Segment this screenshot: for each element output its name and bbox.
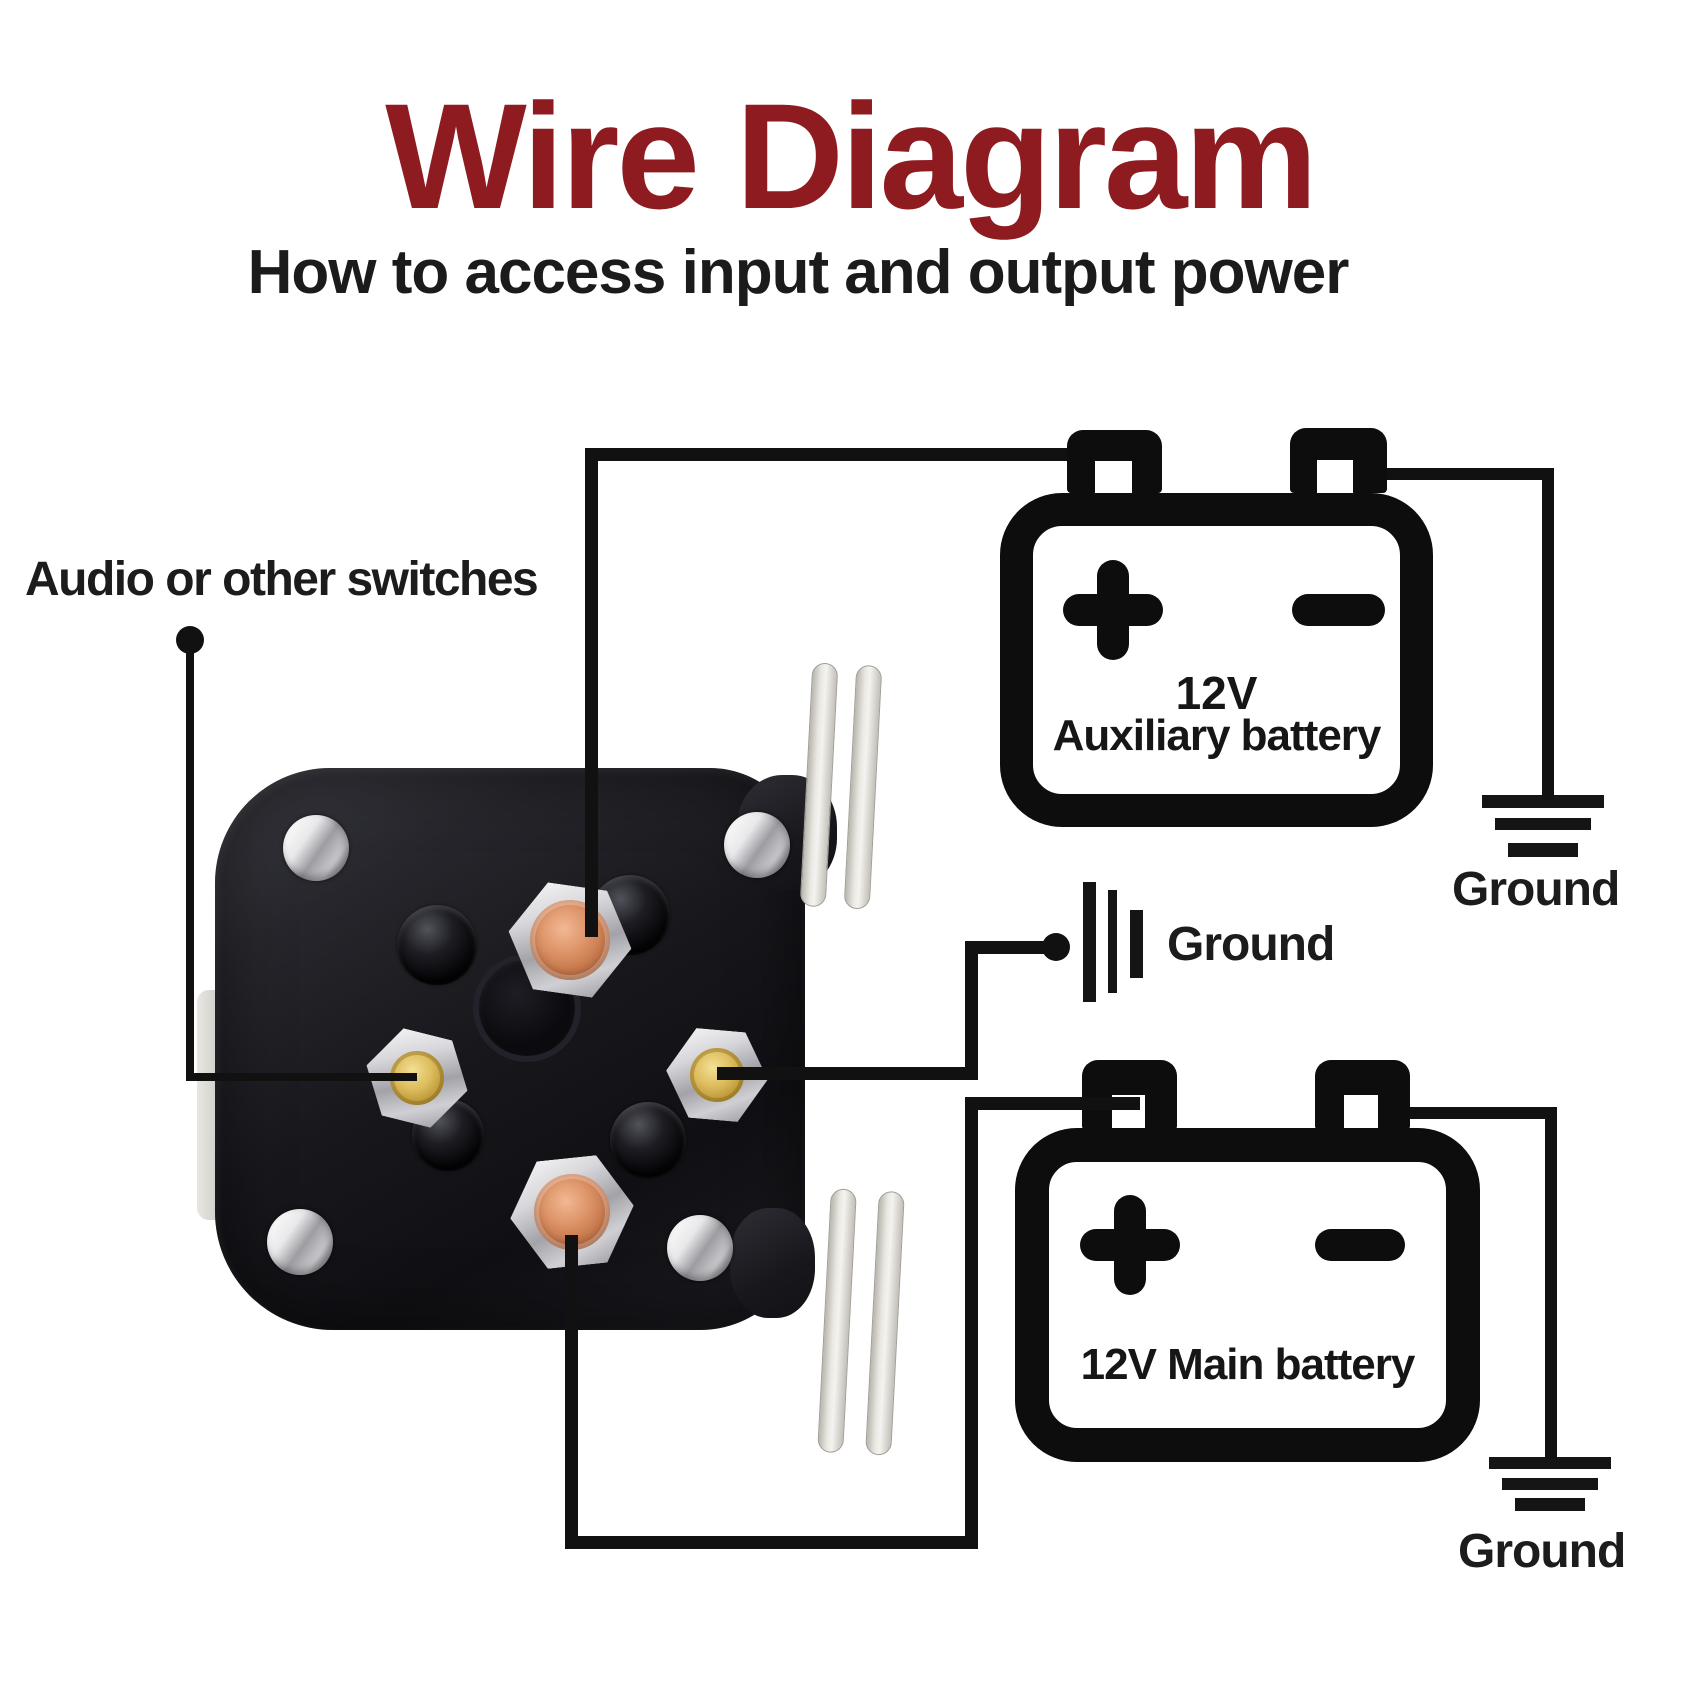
minus-icon (1315, 1229, 1405, 1261)
ground-symbol-aux-icon (1495, 818, 1591, 830)
ground-symbol-aux-icon (1482, 795, 1604, 808)
main-battery-name: 12V Main battery (1080, 1340, 1416, 1389)
ground-symbol-main-icon (1502, 1478, 1598, 1490)
aux-positive-wire-vertical (585, 450, 598, 937)
screw-icon (724, 812, 790, 878)
ground-symbol-main-icon (1489, 1457, 1611, 1469)
main-positive-wire-vertical-right (965, 1103, 978, 1549)
relay-mount-ear (730, 1208, 815, 1318)
ground-symbol-mid-icon (1108, 890, 1117, 993)
relay-ground-wire-horizontal (717, 1067, 978, 1080)
aux-ground-wire-vertical (1542, 468, 1554, 800)
screw-icon (283, 815, 349, 881)
relay-bracket-top (799, 662, 883, 910)
ground-wire-dot (1042, 933, 1070, 961)
screw-icon (667, 1215, 733, 1281)
ground-symbol-main-icon (1515, 1498, 1585, 1511)
relay-cavity (397, 905, 477, 985)
page-title: Wire Diagram (385, 72, 1318, 240)
main-battery-terminal-left (1082, 1060, 1177, 1130)
aux-battery (1000, 493, 1433, 827)
aux-battery-voltage: 12V (1175, 667, 1258, 719)
aux-positive-wire-horizontal (585, 448, 1125, 461)
main-positive-wire-vertical-left (565, 1235, 578, 1549)
aux-battery-terminal-left (1067, 430, 1162, 493)
main-ground-wire-horizontal (1395, 1107, 1557, 1119)
ground-aux-label: Ground (1452, 863, 1620, 916)
screw-icon (267, 1209, 333, 1275)
switch-wire-vertical (186, 648, 194, 1081)
ground-symbol-mid-icon (1083, 882, 1096, 1002)
relay-cavity (610, 1102, 686, 1178)
minus-icon (1292, 594, 1385, 626)
ground-mid-label: Ground (1167, 918, 1335, 971)
main-battery (1015, 1128, 1480, 1462)
relay-ground-wire-vertical (965, 941, 978, 1080)
relay-ground-wire-stub (965, 941, 1056, 954)
aux-battery-name: Auxiliary battery (1052, 711, 1382, 760)
ground-main-label: Ground (1458, 1525, 1626, 1578)
main-positive-wire-bottom (565, 1536, 978, 1549)
ground-symbol-mid-icon (1130, 910, 1143, 978)
page-subtitle: How to access input and output power (247, 238, 1350, 307)
aux-battery-terminal-right (1290, 428, 1387, 493)
audio-switches-label: Audio or other switches (25, 553, 539, 606)
switch-wire-horizontal (186, 1073, 417, 1081)
relay-bracket-bottom (817, 1188, 905, 1456)
main-battery-terminal-right (1315, 1060, 1410, 1130)
main-positive-wire-horizontal (965, 1097, 1140, 1110)
main-ground-wire-vertical (1545, 1107, 1557, 1459)
plus-icon (1097, 560, 1129, 660)
plus-icon (1114, 1195, 1146, 1295)
copper-terminal-top (530, 900, 610, 980)
ground-symbol-aux-icon (1508, 843, 1578, 857)
